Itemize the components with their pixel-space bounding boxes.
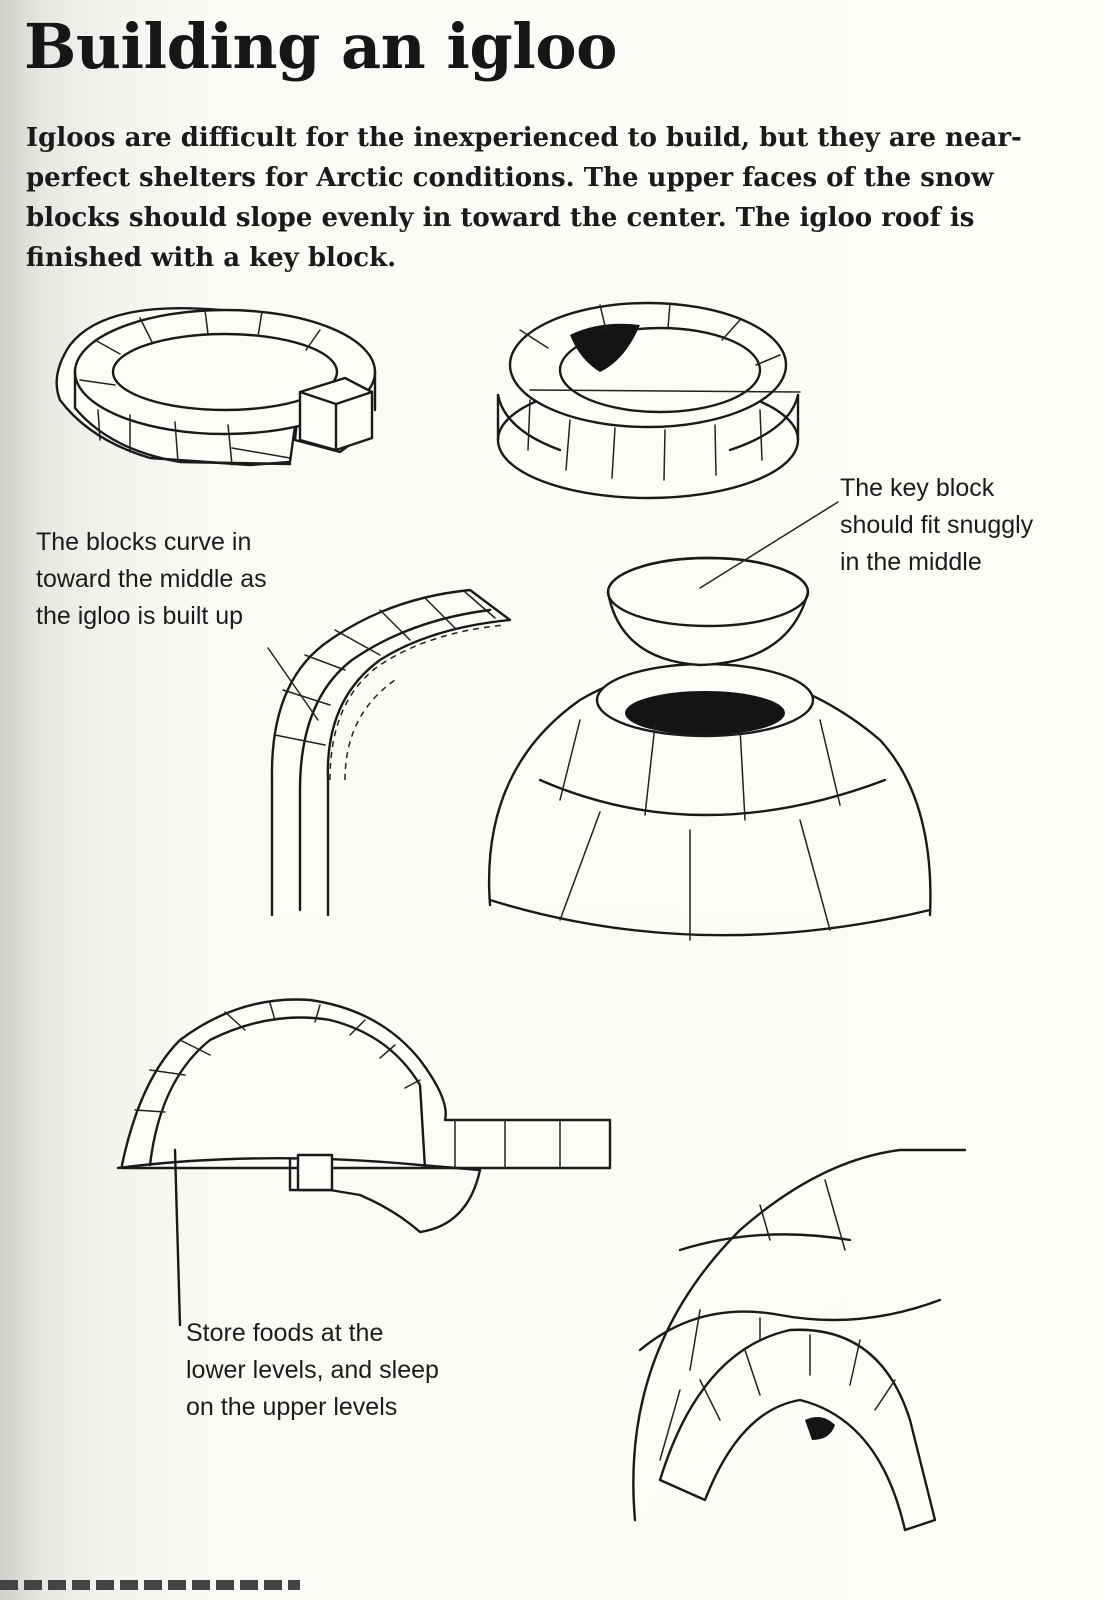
page-edge-marks: [0, 1580, 300, 1590]
caption-blocks-curve: The blocks curve in toward the middle as…: [36, 528, 267, 630]
cross-section-illustration: [116, 998, 612, 1327]
finished-igloo-illustration: [632, 1148, 967, 1532]
intro-paragraph: Igloos are difficult for the inexperienc…: [26, 123, 1022, 273]
arch-section-illustration: [267, 588, 512, 917]
caption-storage: Store foods at the lower levels, and sle…: [186, 1319, 439, 1421]
first-ring-illustration: [55, 307, 377, 467]
rising-walls-illustration: [496, 301, 801, 500]
dome-key-illustration: [487, 501, 932, 941]
page-title: Building an igloo: [24, 10, 618, 83]
caption-key-block: The key block should fit snuggly in the …: [840, 474, 1034, 576]
